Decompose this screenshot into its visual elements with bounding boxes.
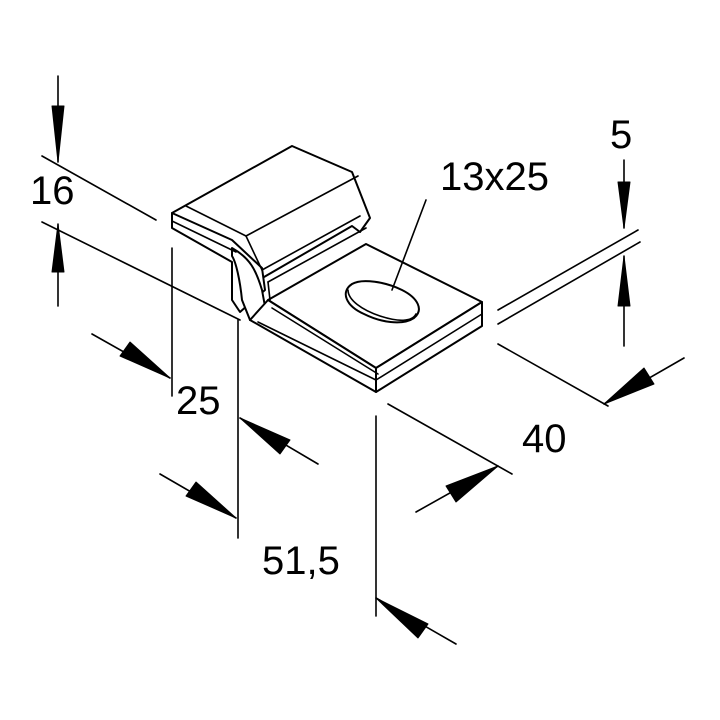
dimension-length-total: 51,5 [159, 319, 457, 645]
slot-hole [344, 280, 420, 324]
dim-label-slot: 13x25 [440, 155, 549, 199]
dim-label-depth: 40 [522, 417, 567, 461]
dim-label-thickness: 5 [610, 113, 632, 157]
dimension-height: 16 [30, 75, 241, 321]
dim-label-height: 16 [30, 169, 75, 213]
dimension-slot: 13x25 [391, 155, 549, 291]
bracket-part [171, 145, 483, 393]
dimension-width-inner: 25 [91, 247, 319, 465]
dimension-thickness: 5 [497, 113, 641, 347]
dim-label-length-total: 51,5 [262, 539, 340, 583]
dimension-depth: 40 [387, 343, 685, 513]
dim-label-width-inner: 25 [176, 379, 221, 423]
